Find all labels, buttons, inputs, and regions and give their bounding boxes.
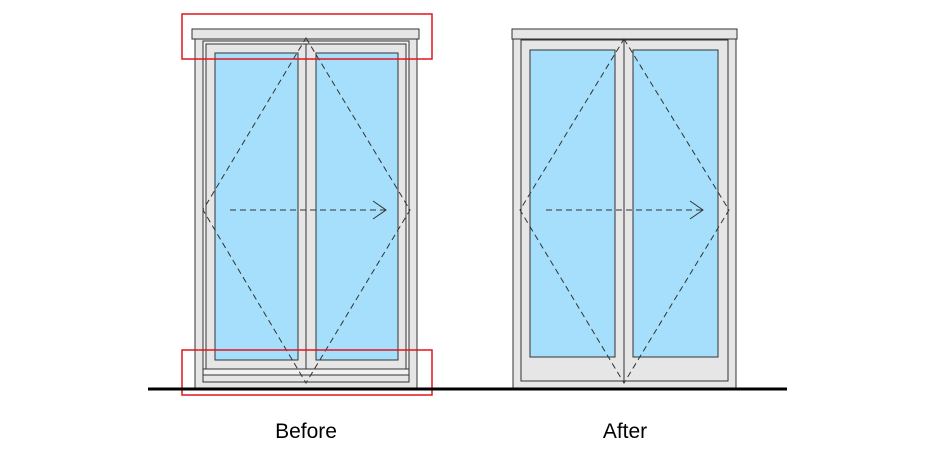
before-door-right-glass: [315, 52, 399, 361]
after-door-right-glass: [632, 49, 719, 358]
before-door-direction-arrow-head: [372, 200, 387, 220]
after-label: After: [603, 420, 647, 443]
before-bottom-highlight-box: [181, 349, 433, 396]
before-door: [181, 13, 433, 396]
after-door-swing-indicator: [519, 38, 730, 384]
after-door-direction-arrow-head: [689, 200, 704, 220]
after-door-left-glass: [529, 49, 616, 358]
before-door-header: [191, 28, 420, 40]
after-door-header: [511, 28, 738, 40]
before-label: Before: [275, 420, 337, 443]
after-door: [511, 28, 738, 390]
before-top-highlight-box: [181, 13, 433, 60]
before-door-swing-indicator: [202, 37, 411, 384]
before-door-left-glass: [214, 52, 299, 361]
before-door-threshold: [202, 374, 410, 383]
